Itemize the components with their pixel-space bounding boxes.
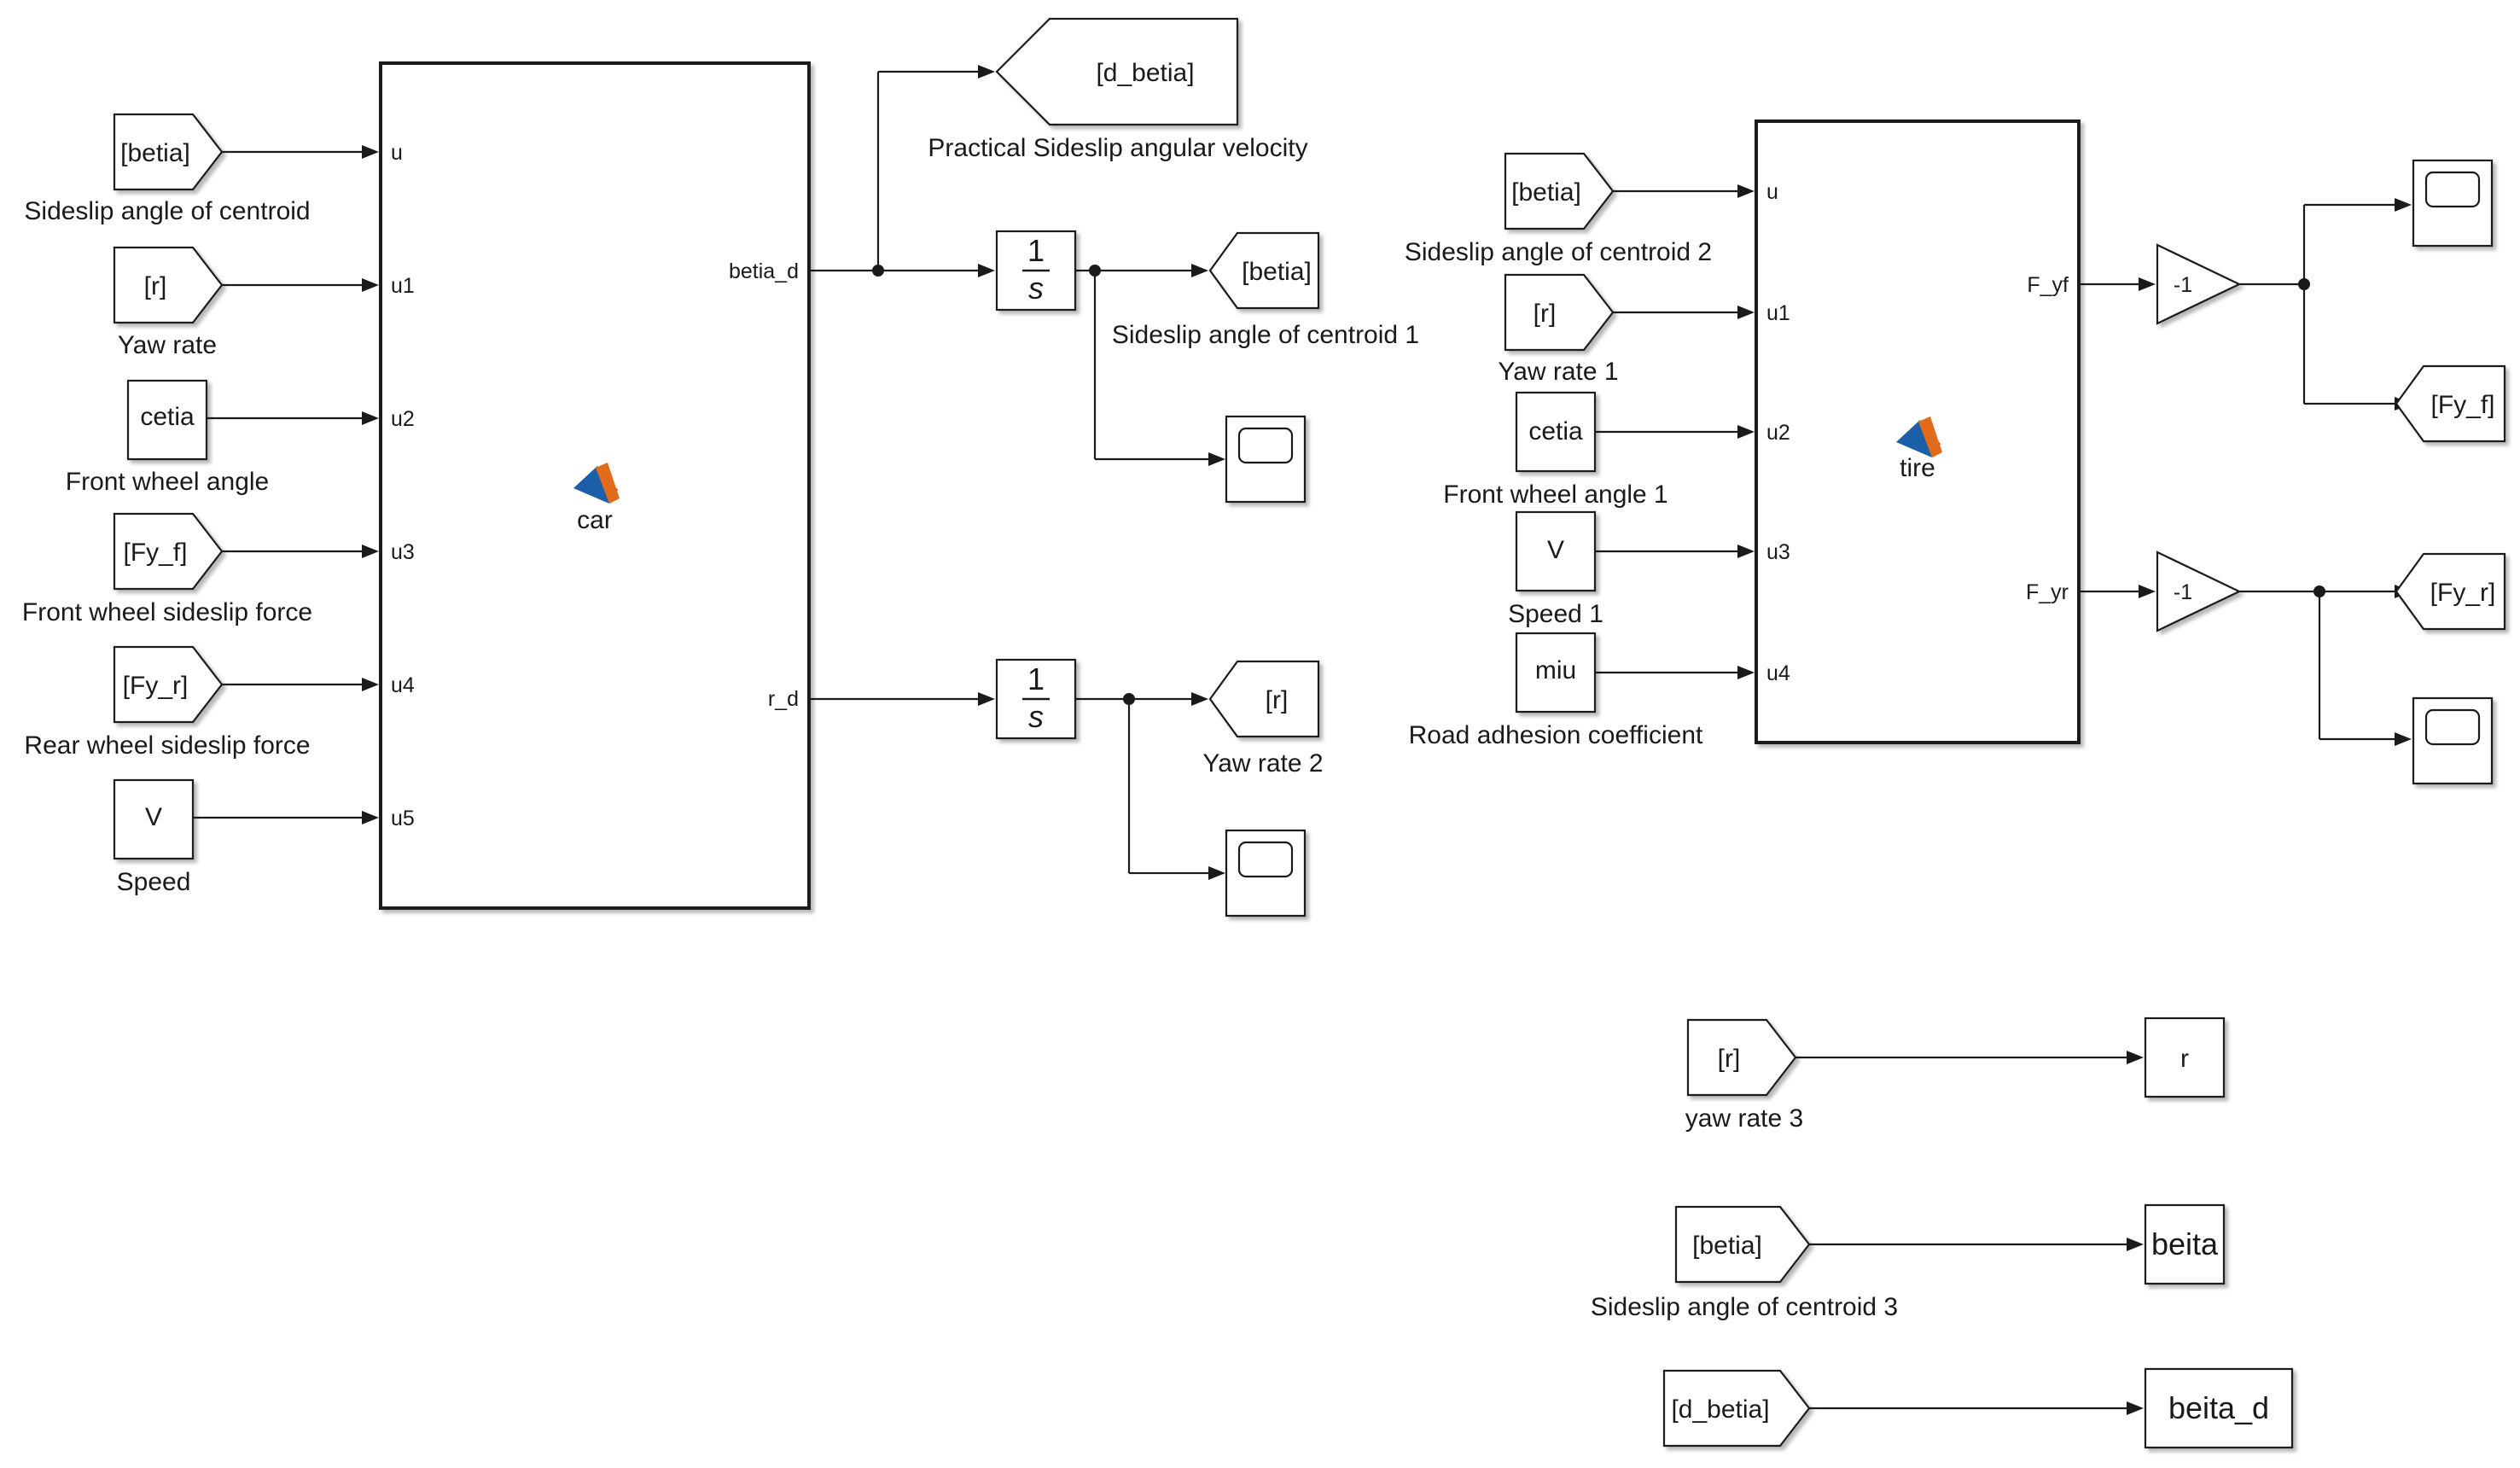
- car-input-3[interactable]: cetia: [126, 379, 208, 461]
- tire-input-wires: [1595, 184, 1755, 679]
- port-label: u2: [391, 407, 415, 431]
- integrator-numerator: 1: [1027, 661, 1045, 696]
- integrator-numerator: 1: [1027, 233, 1045, 268]
- car-subsystem-name: car: [577, 506, 613, 534]
- car-input-2[interactable]: [r]: [113, 246, 224, 324]
- tire-input-5[interactable]: miu: [1515, 632, 1597, 714]
- port-label: u5: [391, 807, 415, 830]
- tire-input-1-label: Sideslip angle of centroid 2: [1405, 238, 1712, 266]
- port-label: u: [391, 141, 403, 165]
- goto-block-text: [d_betia]: [1096, 59, 1194, 87]
- constant-block-text: miu: [1535, 656, 1576, 684]
- goto-betia-label: Sideslip angle of centroid 1: [1112, 321, 1419, 349]
- goto-block-text: [Fy_r]: [2430, 579, 2496, 607]
- from-block-text: [Fy_r]: [123, 672, 189, 700]
- tire-input-1[interactable]: [betia]: [1504, 152, 1615, 230]
- goto-r[interactable]: [r]: [1208, 660, 1320, 738]
- tire-subsystem-name: tire: [1900, 454, 1935, 482]
- tire-input-3-label: Front wheel angle 1: [1443, 481, 1668, 509]
- integrator-1[interactable]: 1 s: [995, 230, 1077, 312]
- integrator-denominator: s: [1028, 699, 1044, 734]
- tire-input-4-label: Speed 1: [1508, 600, 1603, 628]
- port-label: F_yr: [2026, 580, 2069, 604]
- from-block-text: [r]: [1718, 1045, 1741, 1073]
- integrator-2[interactable]: 1 s: [995, 658, 1077, 740]
- port-label: u3: [1766, 540, 1790, 564]
- car-input-1-label: Sideslip angle of centroid: [24, 197, 310, 225]
- export-row-1-label: yaw rate 3: [1685, 1104, 1803, 1133]
- constant-block-text: V: [145, 803, 162, 831]
- export-row-2-label: Sideslip angle of centroid 3: [1591, 1293, 1898, 1321]
- from-block-text: [d_betia]: [1671, 1395, 1769, 1424]
- scope-icon[interactable]: [1225, 415, 1307, 504]
- car-input-4-label: Front wheel sideslip force: [22, 598, 312, 626]
- car-subsystem[interactable]: car u u1 u2 u3 u4 u5 betia_d r_d: [379, 61, 811, 910]
- port-label: r_d: [768, 687, 799, 711]
- to-workspace-text: beita: [2151, 1226, 2219, 1261]
- goto-fy-r[interactable]: [Fy_r]: [2395, 552, 2506, 631]
- port-label: u1: [1766, 301, 1790, 325]
- port-label: u4: [391, 673, 415, 697]
- scope-icon[interactable]: [2412, 159, 2494, 248]
- goto-block-text: [betia]: [1242, 258, 1312, 286]
- goto-fy-f[interactable]: [Fy_f]: [2395, 364, 2506, 443]
- tire-input-5-label: Road adhesion coefficient: [1409, 721, 1703, 749]
- constant-block-text: cetia: [140, 403, 195, 431]
- car-input-2-label: Yaw rate: [118, 331, 217, 359]
- from-block-text: [r]: [144, 272, 167, 300]
- car-input-3-label: Front wheel angle: [66, 468, 269, 496]
- scope-icon[interactable]: [2412, 696, 2494, 785]
- gain-value: -1: [2174, 580, 2192, 604]
- from-block-text: [betia]: [1692, 1232, 1762, 1260]
- gain-fyf[interactable]: -1: [2156, 243, 2242, 325]
- car-input-6[interactable]: V: [113, 778, 195, 860]
- tire-subsystem[interactable]: tire u u1 u2 u3 u4 F_yf F_yr: [1755, 119, 2081, 744]
- gain-value: -1: [2174, 273, 2192, 297]
- car-input-4[interactable]: [Fy_f]: [113, 512, 224, 591]
- from-block-text: [betia]: [1511, 178, 1581, 207]
- constant-block-text: V: [1547, 536, 1564, 564]
- car-input-6-label: Speed: [117, 868, 191, 896]
- scope-icon[interactable]: [1225, 829, 1307, 918]
- port-label: u1: [391, 274, 415, 298]
- tire-input-4[interactable]: V: [1515, 510, 1597, 592]
- export-row-2[interactable]: [betia] beita: [1674, 1203, 2226, 1285]
- port-label: u3: [391, 540, 415, 564]
- tire-output-wires: [2079, 198, 2412, 746]
- car-input-1[interactable]: [betia]: [113, 113, 224, 191]
- tire-input-3[interactable]: cetia: [1515, 391, 1597, 473]
- matlab-logo-icon: [573, 463, 620, 504]
- car-input-5[interactable]: [Fy_r]: [113, 645, 224, 724]
- car-output-wires: [809, 65, 1225, 880]
- goto-block-text: [Fy_f]: [2430, 391, 2494, 419]
- port-label: u2: [1766, 421, 1790, 445]
- tire-input-2-label: Yaw rate 1: [1498, 358, 1618, 386]
- goto-d-betia[interactable]: [d_betia]: [995, 17, 1239, 126]
- goto-block-text: [r]: [1266, 686, 1289, 714]
- constant-block-text: cetia: [1528, 417, 1583, 446]
- goto-d-betia-label: Practical Sideslip angular velocity: [928, 134, 1307, 162]
- port-label: betia_d: [729, 259, 799, 283]
- port-label: u: [1766, 180, 1778, 204]
- goto-betia[interactable]: [betia]: [1208, 231, 1320, 310]
- goto-r-label: Yaw rate 2: [1202, 749, 1323, 778]
- car-input-5-label: Rear wheel sideslip force: [24, 731, 310, 760]
- port-label: u4: [1766, 661, 1790, 685]
- to-workspace-text: r: [2180, 1045, 2189, 1073]
- export-row-1[interactable]: [r] r: [1686, 1017, 2226, 1098]
- matlab-logo-icon: [1896, 417, 1942, 457]
- from-block-text: [betia]: [120, 139, 190, 167]
- from-block-text: [Fy_f]: [123, 539, 187, 567]
- to-workspace-text: beita_d: [2168, 1390, 2269, 1425]
- car-input-wires: [193, 145, 379, 824]
- from-block-text: [r]: [1534, 300, 1557, 328]
- tire-input-2[interactable]: [r]: [1504, 273, 1615, 352]
- export-row-3[interactable]: [d_betia] beita_d: [1662, 1367, 2294, 1449]
- port-label: F_yf: [2027, 273, 2069, 297]
- gain-fyr[interactable]: -1: [2156, 550, 2242, 632]
- integrator-denominator: s: [1028, 271, 1044, 306]
